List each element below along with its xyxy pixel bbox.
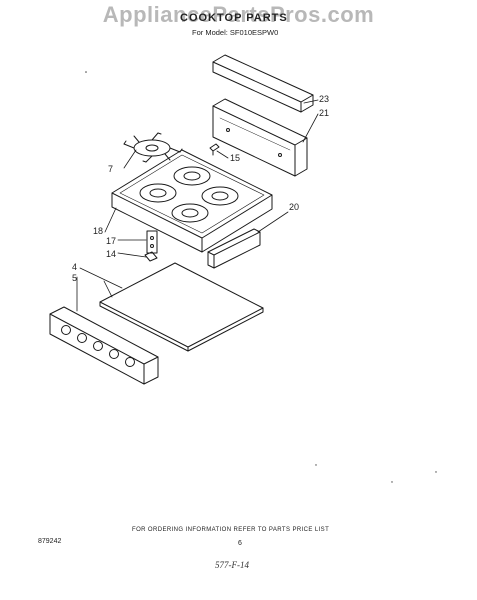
control-panel-part <box>49 306 159 385</box>
cooktop-part <box>111 149 273 253</box>
hardware-part <box>144 230 158 262</box>
watermark: AppliancePartsPros.com <box>102 2 375 27</box>
part-label-15: 15 <box>230 153 241 163</box>
back-trim-part <box>212 54 314 113</box>
handwritten-note: 577-F-14 <box>215 560 249 570</box>
part-label-23: 23 <box>319 94 330 104</box>
part-label-20: 20 <box>289 202 300 212</box>
shelf-part <box>99 262 264 352</box>
ordering-note: FOR ORDERING INFORMATION REFER TO PARTS … <box>132 527 330 533</box>
part-label-5: 5 <box>72 273 78 283</box>
model-line: For Model: SF010ESPW0 <box>192 28 279 37</box>
part-label-4: 4 <box>72 262 78 272</box>
front-trim-part <box>207 228 261 269</box>
document-code: 879242 <box>38 538 62 545</box>
page-title: COOKTOP PARTS <box>180 12 288 24</box>
leader-lines <box>76 99 319 312</box>
burner-grate-part <box>123 132 183 163</box>
part-label-18: 18 <box>93 226 104 236</box>
bracket-part <box>209 143 220 156</box>
part-label-17: 17 <box>106 236 117 246</box>
part-label-21: 21 <box>319 108 330 118</box>
back-panel-part <box>212 98 308 177</box>
part-label-14: 14 <box>106 249 117 259</box>
scan-specks <box>85 71 437 483</box>
part-label-7: 7 <box>108 164 114 174</box>
page-number: 6 <box>238 540 242 547</box>
